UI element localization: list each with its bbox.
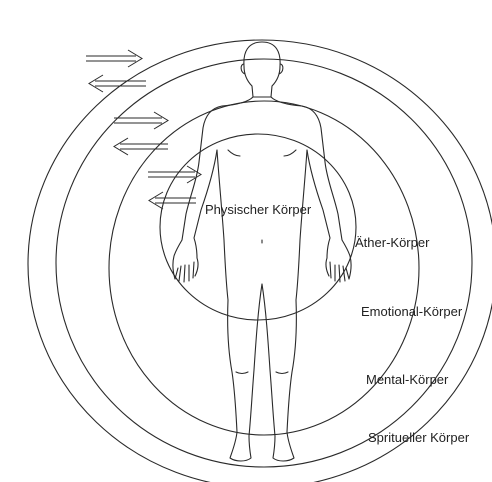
etheric-body-label: Äther-Körper [355, 236, 429, 249]
incoming-arrow-icon [89, 75, 146, 92]
incoming-arrow-icon [149, 192, 196, 209]
human-figure [173, 42, 351, 461]
incoming-arrow-icon [114, 138, 168, 155]
physical-body-label: Physischer Körper [205, 203, 311, 216]
etheric-body-oval [160, 134, 356, 320]
spiritual-body-label: Spritueller Körper [368, 431, 469, 444]
outgoing-arrow-icon [86, 50, 142, 67]
spiritual-body-oval [28, 40, 492, 482]
outgoing-arrow-icon [148, 166, 201, 183]
mental-body-label: Mental-Körper [366, 373, 448, 386]
emotional-body-label: Emotional-Körper [361, 305, 462, 318]
mental-body-oval [56, 59, 472, 467]
